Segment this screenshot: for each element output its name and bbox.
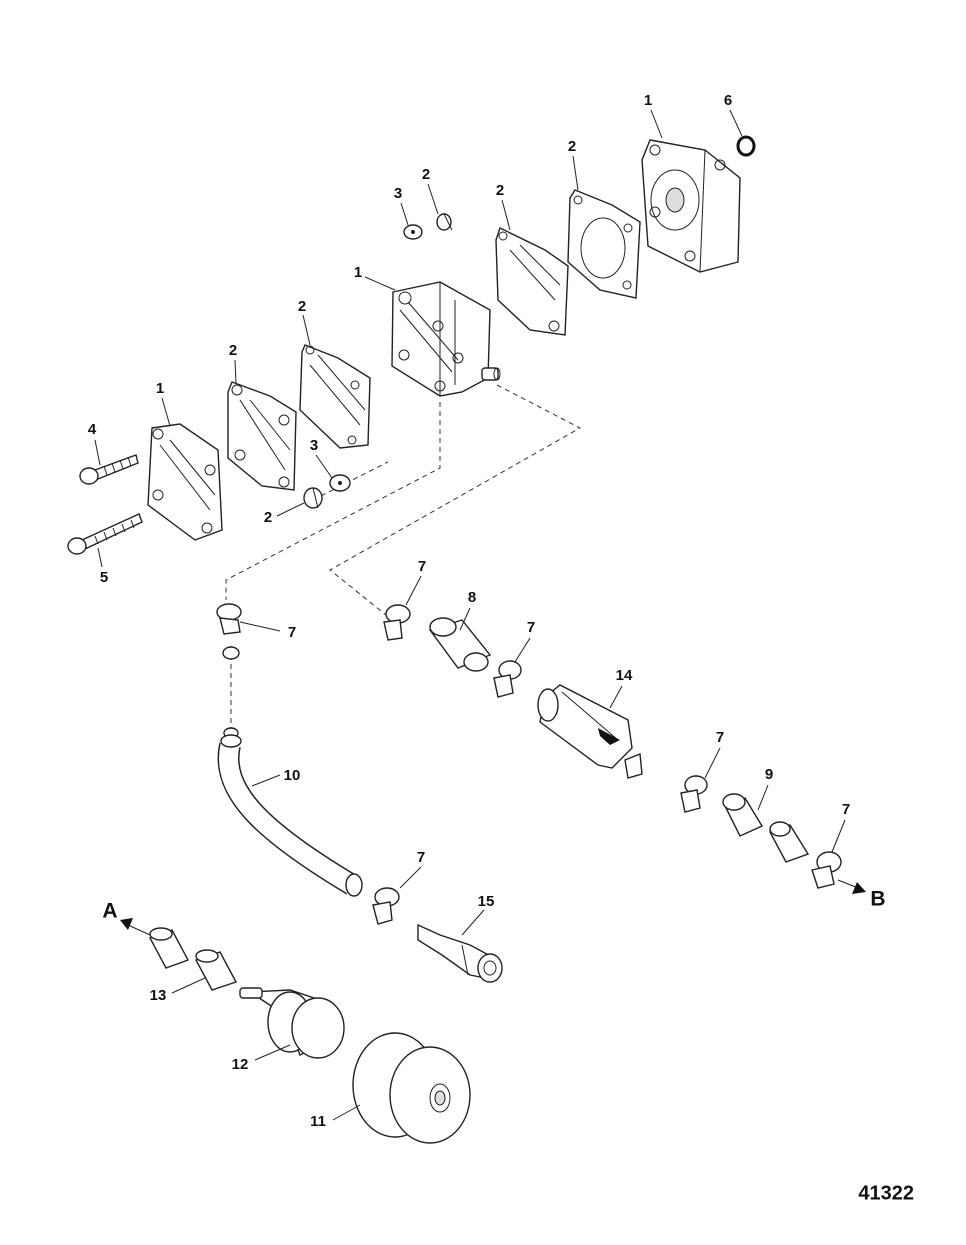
clamp-hose-end — [372, 887, 400, 925]
callout-5: 5 — [100, 569, 108, 586]
callout-7-c: 7 — [527, 619, 535, 636]
o-ring — [736, 135, 756, 157]
fuel-filter — [537, 684, 643, 779]
callout-3-low: 3 — [310, 437, 318, 454]
pump-body — [391, 281, 501, 397]
hose-8 — [428, 617, 492, 672]
hose-10 — [217, 734, 363, 897]
callout-2-gasket-left: 2 — [229, 342, 237, 359]
clamp-right-b — [493, 660, 522, 698]
figure-number: 41322 — [858, 1182, 914, 1204]
hose-9 — [722, 793, 810, 863]
fitting-12 — [239, 987, 345, 1059]
callout-2-plate-right: 2 — [496, 182, 504, 199]
clamp-right-d — [811, 851, 842, 889]
clamp-right-c — [680, 775, 708, 813]
leader-lines — [94, 109, 846, 1121]
screw-short — [79, 454, 139, 485]
callout-2-low: 2 — [264, 509, 272, 526]
cover-left — [147, 423, 223, 541]
callout-7-f: 7 — [417, 849, 425, 866]
hose-13 — [149, 927, 238, 991]
valve-top — [403, 213, 453, 240]
arrow-label-b: B — [870, 888, 885, 911]
screw-long — [67, 513, 143, 555]
callout-1-top: 1 — [644, 92, 652, 109]
bulb-11 — [352, 1032, 471, 1144]
valve-low — [303, 474, 351, 509]
gasket-right — [567, 189, 641, 299]
callout-2-plate-middle: 2 — [298, 298, 306, 315]
callout-6: 6 — [724, 92, 732, 109]
callout-11: 11 — [310, 1113, 326, 1130]
arrow-label-a: A — [102, 900, 117, 923]
callout-2-top-small: 2 — [422, 166, 430, 183]
callout-1-mid: 1 — [354, 264, 362, 281]
callout-15: 15 — [478, 893, 495, 910]
gasket-left — [227, 381, 297, 491]
callout-14: 14 — [616, 667, 633, 684]
callout-12: 12 — [232, 1056, 249, 1073]
pump-cover-top — [641, 139, 741, 273]
callout-7-e: 7 — [842, 801, 850, 818]
callout-9: 9 — [765, 766, 773, 783]
plate-middle — [299, 344, 371, 449]
callout-3-top: 3 — [394, 185, 402, 202]
clamp-left-top — [216, 603, 242, 635]
callout-8: 8 — [468, 589, 476, 606]
callout-4: 4 — [88, 421, 97, 438]
callout-10: 10 — [284, 767, 301, 784]
clamp-right-a — [383, 604, 411, 641]
callout-2-gasket-right: 2 — [568, 138, 576, 155]
arrow-a — [120, 918, 151, 936]
callout-7-a: 7 — [288, 624, 296, 641]
callout-1-left: 1 — [156, 380, 164, 397]
fitting-15 — [417, 923, 503, 983]
plate-right — [495, 227, 569, 336]
callout-7-b: 7 — [418, 558, 426, 575]
callouts: 1 6 2 2 3 2 1 2 2 1 4 5 3 2 7 7 8 7 14 7… — [88, 92, 886, 1130]
arrow-b — [837, 879, 866, 894]
callout-7-d: 7 — [716, 729, 724, 746]
callout-13: 13 — [150, 987, 167, 1004]
